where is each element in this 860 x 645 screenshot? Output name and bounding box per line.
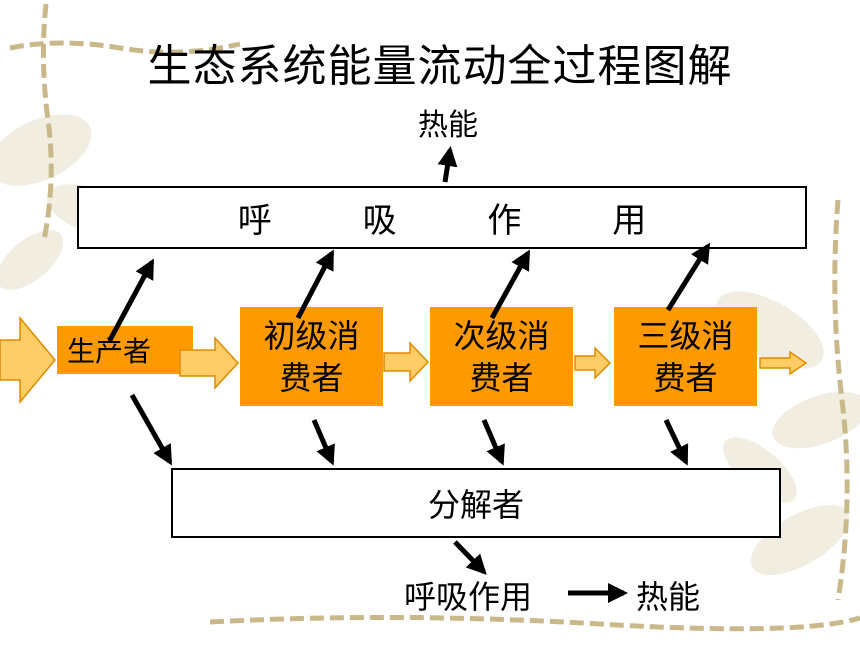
flow-arrow-primary-to-secondary	[383, 341, 430, 383]
arrow-secondary-to-decomposer	[481, 419, 505, 466]
bottom-heat-energy-label: 热能	[636, 578, 701, 616]
respiration-box: 呼 吸 作 用	[77, 186, 807, 249]
arrow-producer-to-respiration	[107, 258, 155, 342]
slide-title: 生态系统能量流动全过程图解	[147, 41, 733, 92]
arrow-producer-to-decomposer	[129, 393, 173, 466]
primary-consumer-label-2: 费者	[279, 358, 344, 397]
tertiary-consumer-node: 三级消费者	[614, 307, 757, 406]
arrow-decomposer-to-bottom-respiration	[453, 540, 487, 575]
arrow-primary-to-respiration	[295, 249, 335, 320]
tertiary-consumer-label-1: 三级消	[637, 316, 734, 355]
flow-arrow-tertiary-out	[759, 350, 808, 376]
primary-consumer-label-1: 初级消	[263, 316, 360, 355]
flow-arrow-secondary-to-tertiary	[574, 346, 612, 380]
secondary-consumer-label-1: 次级消	[453, 316, 550, 355]
arrow-respiration-to-heat	[437, 146, 458, 183]
decomposer-label: 分解者	[427, 486, 524, 524]
flow-arrow-producer-to-primary	[179, 336, 240, 390]
heat-energy-top-label: 热能	[418, 108, 478, 143]
respiration-label: 呼 吸 作 用	[237, 201, 687, 241]
producer-node: 生产者	[57, 326, 193, 374]
tertiary-consumer-label-2: 费者	[653, 358, 718, 397]
arrow-tertiary-to-respiration	[665, 242, 711, 312]
primary-consumer-node: 初级消费者	[240, 307, 383, 406]
sun-input-flow-arrow	[0, 315, 56, 405]
secondary-consumer-node: 次级消费者	[430, 307, 573, 406]
producer-label: 生产者	[67, 335, 152, 368]
bottom-respiration-label: 呼吸作用	[404, 578, 533, 616]
arrow-primary-to-decomposer	[311, 419, 335, 466]
arrow-tertiary-to-decomposer	[663, 418, 689, 466]
decomposer-box: 分解者	[171, 468, 781, 538]
arrow-secondary-to-respiration	[489, 249, 531, 320]
secondary-consumer-label-2: 费者	[469, 358, 534, 397]
